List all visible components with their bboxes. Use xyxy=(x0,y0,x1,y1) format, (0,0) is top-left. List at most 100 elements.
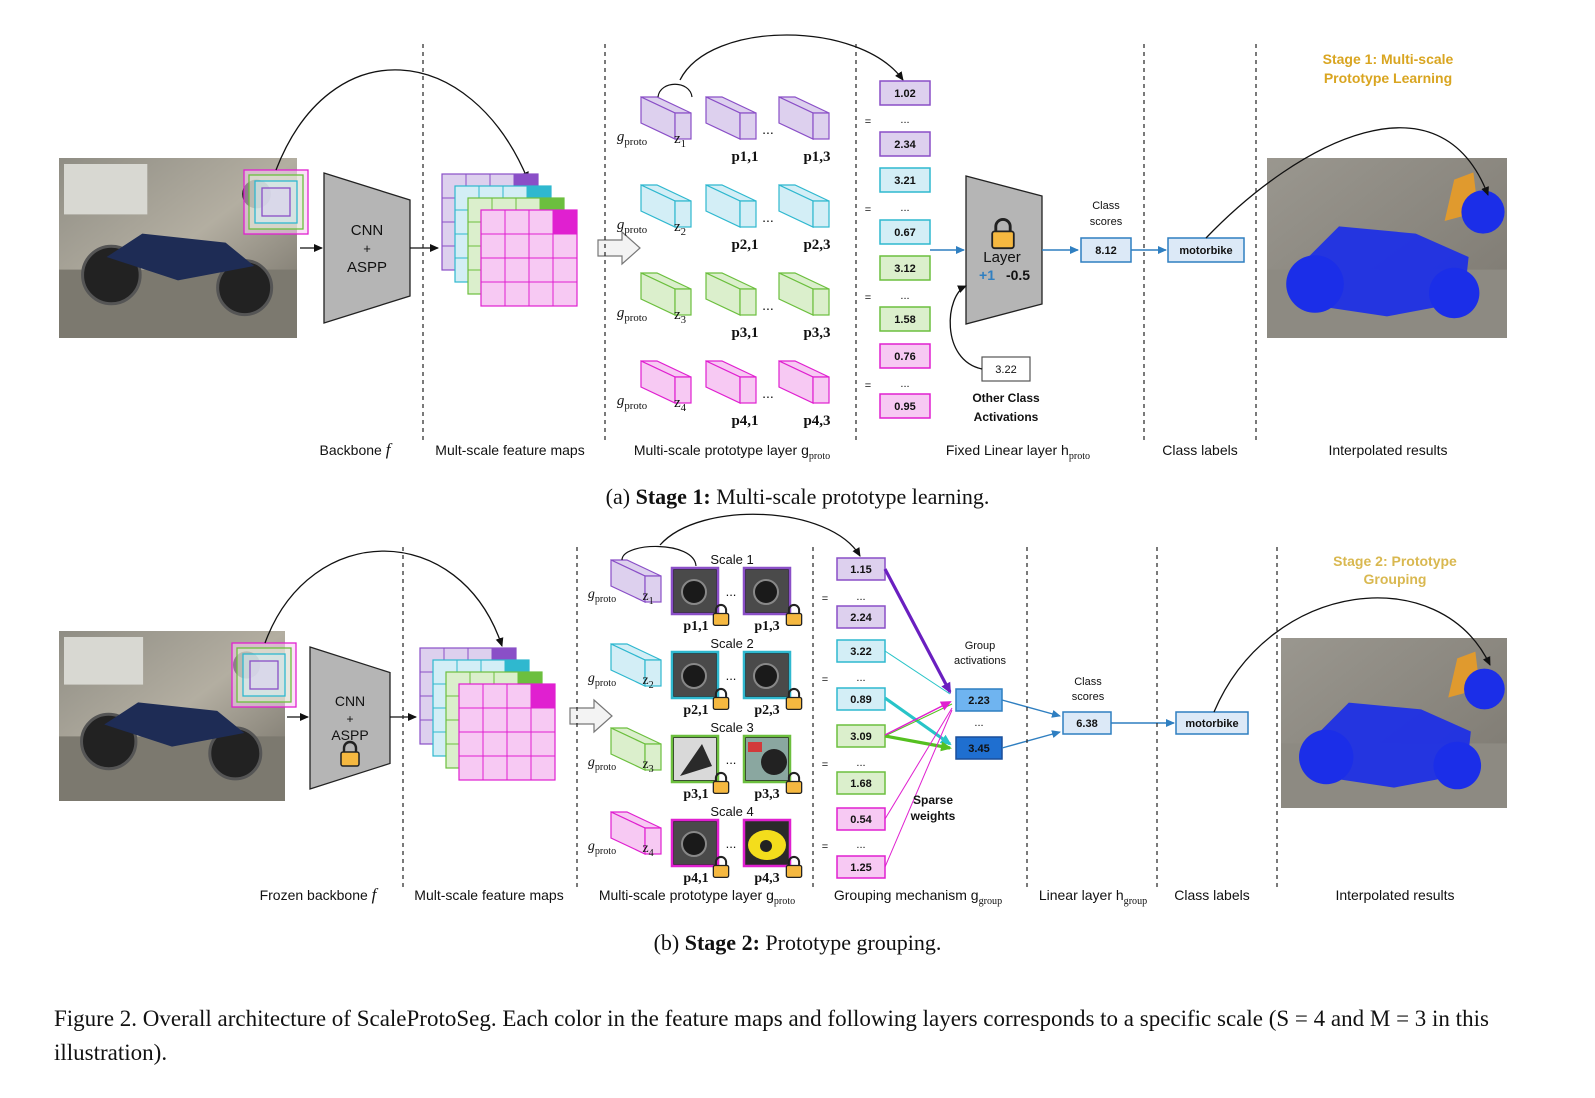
stage1-activation-6-value: 1.58 xyxy=(894,314,915,326)
stage2-z-cube-4 xyxy=(610,811,662,855)
stage2-activation-5-value: 3.09 xyxy=(850,731,871,743)
stage1-p-label-first-1: p1,1 xyxy=(731,149,758,165)
lock-icon xyxy=(785,688,803,710)
stage2-ellipsis-3: ... xyxy=(726,752,737,767)
stage1-weight-negative: -0.5 xyxy=(1006,267,1030,283)
stage2-section-label-5: Linear layer hgroup xyxy=(1039,887,1147,907)
cube-front xyxy=(674,112,692,140)
stage2-caption-prefix: (b) xyxy=(653,930,685,955)
stage2-ellipsis-4: ... xyxy=(726,836,737,851)
stage1-equals-sign: = xyxy=(865,116,871,128)
stage2-class-scores-label: Class xyxy=(1074,676,1102,688)
stage1-activation-6-box xyxy=(879,306,931,332)
stage1-section-label-6: Interpolated results xyxy=(1328,442,1447,458)
stage2-sparse-label-line2: weights xyxy=(910,809,956,823)
stage2-group-arrow-scale1 xyxy=(883,568,952,694)
thumbnail-detail xyxy=(681,579,707,605)
thumbnail-detail xyxy=(761,749,787,775)
stage1-linear-layer xyxy=(965,175,1043,325)
stage2-ellipsis-2: ... xyxy=(726,668,737,683)
stage2-class-scores-label-2: scores xyxy=(1072,691,1105,703)
lock-body xyxy=(785,696,803,710)
stage1-equals-sign: = xyxy=(865,292,871,304)
figure-caption: Figure 2. Overall architecture of ScaleP… xyxy=(54,1006,1489,1065)
stage2-scale-label-1: Scale 1 xyxy=(710,552,753,567)
stage2-activation-ellipsis: ... xyxy=(856,757,865,769)
cube-front xyxy=(812,376,830,404)
stage1-other-activation-value: 3.22 xyxy=(995,364,1016,376)
result-wheel-mask-front xyxy=(1299,729,1354,785)
stage1-activation-2-box xyxy=(879,131,931,157)
stage2-p-label-first-2: p2,1 xyxy=(683,703,708,718)
stage1-other-activation-box xyxy=(981,356,1031,382)
stage2-scale-label-4: Scale 4 xyxy=(710,804,753,819)
stage1-cnn-block xyxy=(323,172,411,324)
stage2-cnn-label: CNN xyxy=(335,693,365,709)
lock-icon xyxy=(991,218,1015,250)
stage1-gproto-label-3: gproto xyxy=(617,305,647,324)
stage2-prototype-thumb-first-3 xyxy=(670,734,720,784)
stage1-cnn-label: CNN xyxy=(351,222,384,239)
stage2-class-score-value: 6.38 xyxy=(1076,718,1097,730)
stage1-caption-rest: Multi-scale prototype learning. xyxy=(710,484,990,509)
photo-truck xyxy=(64,164,148,215)
stage2-z-label-2: z2 xyxy=(642,673,653,691)
thumbnail-detail xyxy=(681,831,707,857)
stage1-activation-4-value: 0.67 xyxy=(894,227,915,239)
stage2-z-label-3: z3 xyxy=(642,757,653,775)
photo-motorbike-body xyxy=(106,233,255,281)
lock-shackle xyxy=(787,772,801,783)
lock-body xyxy=(712,696,730,710)
lock-body xyxy=(785,780,803,794)
cube-front xyxy=(812,200,830,228)
stage1-activation-2-value: 2.34 xyxy=(894,139,916,151)
stage2-scale-label-3: Scale 3 xyxy=(710,720,753,735)
stage2-section-label-4: Grouping mechanism ggroup xyxy=(834,887,1002,907)
stage1-caption-bold: Stage 1: xyxy=(635,484,711,509)
stage1-weight-positive: +1 xyxy=(979,267,995,283)
stage1-z-label-4: z4 xyxy=(674,395,687,414)
stage2-sparse-label-line1: Sparse xyxy=(913,793,953,807)
stage1-z-cube-3 xyxy=(640,272,692,316)
stage2-scale-label-2: Scale 2 xyxy=(710,636,753,651)
stage1-layer-label: Layer xyxy=(983,249,1021,266)
stage1-caption: (a) Stage 1: Multi-scale prototype learn… xyxy=(0,484,1595,510)
stage1-z-label-2: z2 xyxy=(674,219,686,238)
feature-map-scale-4 xyxy=(480,209,578,307)
stage2-activation-2-value: 2.24 xyxy=(850,612,872,624)
stage1-p-last-cube-1 xyxy=(778,96,830,140)
lock-shackle xyxy=(714,772,728,783)
stage1-equals-sign: = xyxy=(865,380,871,392)
cube-front xyxy=(739,112,757,140)
feature-map-scale-4 xyxy=(458,683,556,781)
stage2-p-label-first-4: p4,1 xyxy=(683,871,708,886)
feature-highlight-cell xyxy=(553,210,577,234)
lock-icon xyxy=(712,604,730,626)
stage2-sparse-weight xyxy=(884,703,953,737)
thumbnail-detail xyxy=(760,840,772,852)
stage1-gproto-label-2: gproto xyxy=(617,217,647,236)
stage2-ellipsis-1: ... xyxy=(726,584,737,599)
stage2-caption: (b) Stage 2: Prototype grouping. xyxy=(0,930,1595,956)
stage2-z-label-4: z4 xyxy=(642,841,653,859)
stage1-z-cube-1 xyxy=(640,96,692,140)
stage2-gproto-label-4: gproto xyxy=(588,839,616,857)
stage1-p-last-cube-2 xyxy=(778,184,830,228)
stage1-bracket xyxy=(657,83,693,98)
stage1-ellipsis-1: ... xyxy=(762,121,774,137)
stage2-activation-6-box xyxy=(836,771,886,795)
stage2-group-activation-2-value: 3.45 xyxy=(968,743,989,755)
stage1-activation-1-box xyxy=(879,80,931,106)
stage2-sparse-weight xyxy=(884,650,951,695)
stage1-p-label-last-4: p4,3 xyxy=(803,413,830,429)
stage1-activation-8-box xyxy=(879,393,931,419)
lock-icon xyxy=(785,604,803,626)
stage2-group-label-line2: activations xyxy=(954,655,1006,667)
stage1-section-label-2: Mult-scale feature maps xyxy=(435,442,584,458)
stage2-to-activation-arrow xyxy=(659,513,861,557)
stage1-activation-4-box xyxy=(879,219,931,245)
stage1-section-label-3: Multi-scale prototype layer gproto xyxy=(634,442,830,462)
stage1-caption-prefix: (a) xyxy=(605,484,636,509)
stage1-activation-7-value: 0.76 xyxy=(894,351,915,363)
